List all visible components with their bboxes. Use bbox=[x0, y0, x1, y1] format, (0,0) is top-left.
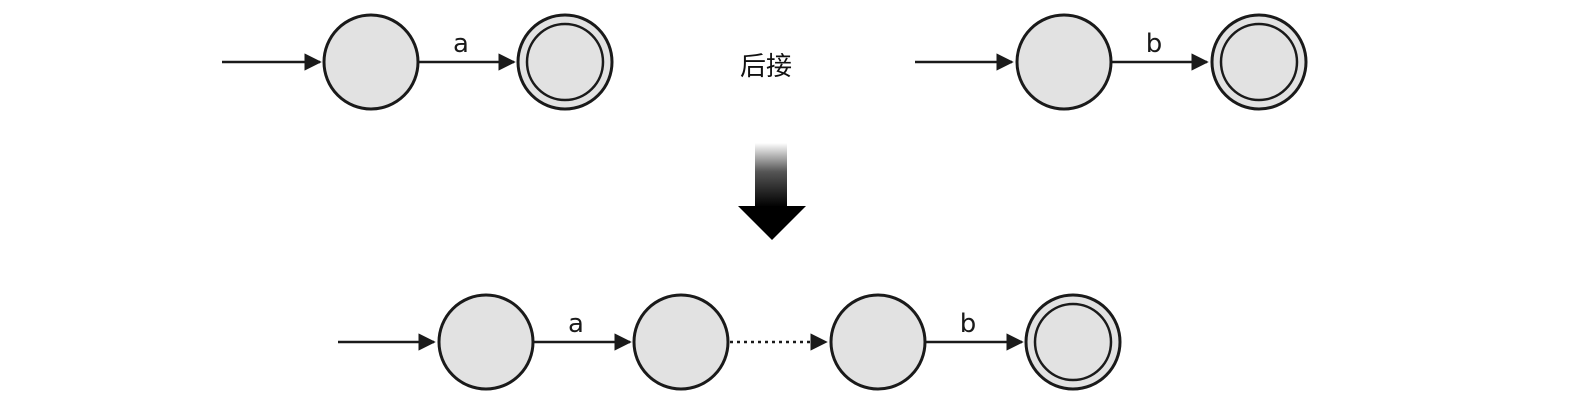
nfa-b-transition-label: b bbox=[1146, 29, 1163, 59]
result-accept-state bbox=[1024, 293, 1122, 391]
result-accept-ring bbox=[1033, 302, 1113, 382]
result-transition-a-label: a bbox=[568, 309, 584, 339]
result-nfa: a b bbox=[338, 293, 1122, 391]
result-transition-b-label: b bbox=[960, 309, 977, 339]
result-state-2 bbox=[632, 293, 730, 391]
result-state-1 bbox=[437, 293, 535, 391]
nfa-a-accept-state bbox=[516, 13, 614, 111]
nfa-a-transition-label: a bbox=[453, 29, 469, 59]
result-state-3 bbox=[829, 293, 927, 391]
nfa-b-start-state bbox=[1015, 13, 1113, 111]
down-arrow-icon bbox=[738, 143, 806, 240]
nfa-a: a bbox=[222, 13, 614, 111]
nfa-a-start-state bbox=[322, 13, 420, 111]
nfa-a-accept-ring bbox=[525, 22, 605, 102]
operation-label: 后接 bbox=[740, 52, 792, 82]
nfa-b-accept-state bbox=[1210, 13, 1308, 111]
nfa-b-accept-ring bbox=[1219, 22, 1299, 102]
nfa-b: b bbox=[915, 13, 1308, 111]
